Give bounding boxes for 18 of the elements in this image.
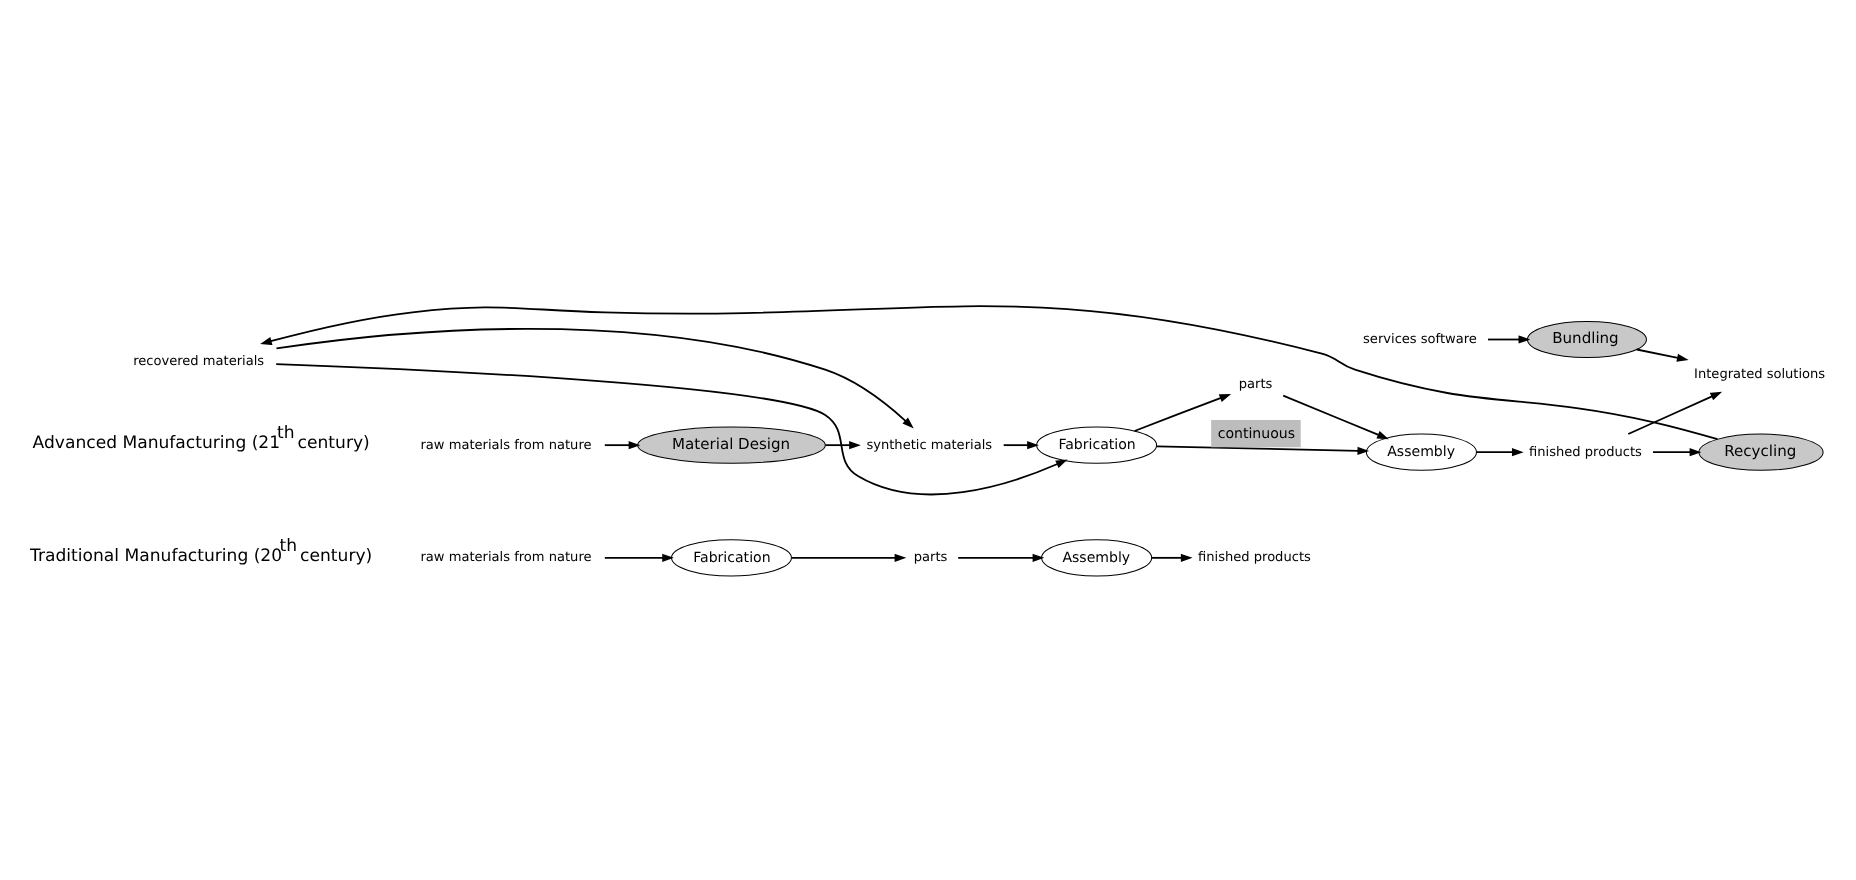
arrow xyxy=(1001,440,1038,449)
arrow xyxy=(602,440,640,449)
arrow xyxy=(274,362,1067,495)
arrow xyxy=(1154,444,1369,454)
arrow xyxy=(1651,447,1701,456)
arrow xyxy=(956,552,1044,561)
arrow xyxy=(823,440,860,449)
arrow xyxy=(602,552,673,561)
arrow xyxy=(1281,393,1388,439)
arrow xyxy=(789,552,906,561)
arrow xyxy=(1486,334,1530,343)
arrow xyxy=(1149,552,1192,561)
arrow xyxy=(1474,447,1523,456)
arrow xyxy=(259,304,1718,440)
arrow xyxy=(1132,392,1231,431)
arrow xyxy=(274,326,913,428)
arrow xyxy=(1634,347,1688,361)
arrow xyxy=(1626,390,1722,434)
